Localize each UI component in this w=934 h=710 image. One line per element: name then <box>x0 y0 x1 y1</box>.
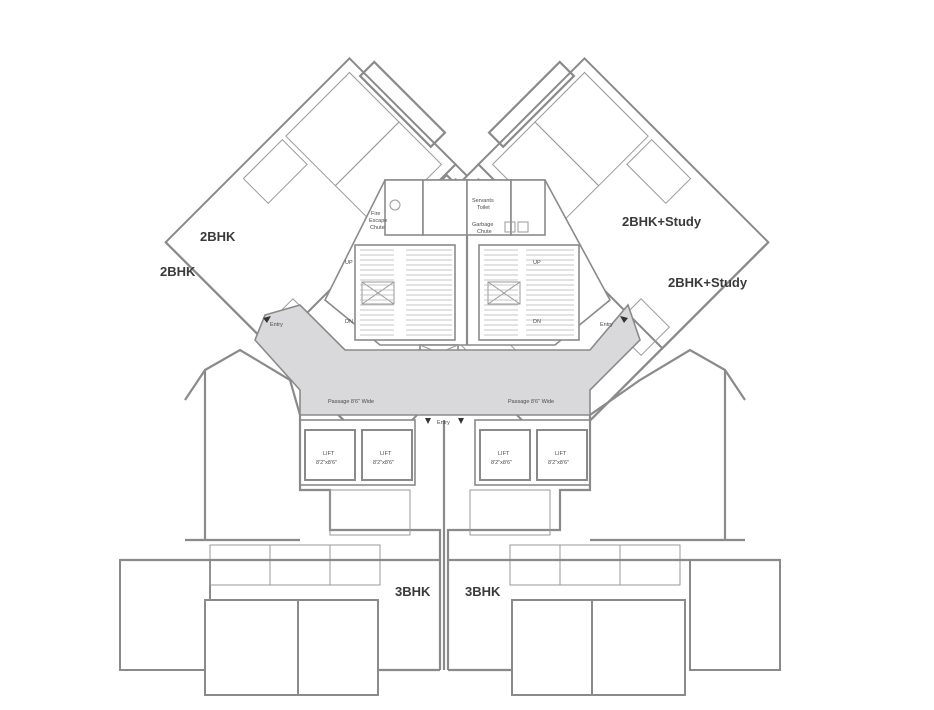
stair-dn-right: DN <box>533 319 541 325</box>
entry-label-left: Entry <box>270 322 283 328</box>
garbage-chute-label-2: Chute <box>477 229 492 235</box>
servants-toilet-label-1: Servants <box>472 198 494 204</box>
unit-label-3bhk-right: 3BHK <box>465 584 501 599</box>
service-core <box>323 179 612 362</box>
servants-toilet-label-2: Toilet <box>477 205 490 211</box>
entry-arrow-left <box>263 316 271 323</box>
entry-arrow-center-right <box>458 418 464 424</box>
stair-up-left: UP <box>345 260 353 266</box>
passage-label-left: Passage 8'6" Wide <box>328 399 374 405</box>
entry-label-right: Entry <box>600 322 613 328</box>
unit-label-3bhk-left: 3BHK <box>395 584 431 599</box>
stair-dn-left: DN <box>345 319 353 325</box>
lift-2-label: LIFT <box>380 451 392 457</box>
lift-bank <box>299 419 591 486</box>
fire-escape-label-3: Chute <box>370 225 385 231</box>
wing-bottom-right <box>446 348 781 696</box>
unit-label-2bhk-study-upper: 2BHK+Study <box>622 214 702 229</box>
garbage-chute-label-1: Garbage <box>472 222 493 228</box>
unit-label-2bhk-left: 2BHK <box>160 264 196 279</box>
unit-label-2bhk-study-right: 2BHK+Study <box>668 275 748 290</box>
stair-up-right: UP <box>533 260 541 266</box>
lift-1-label: LIFT <box>323 451 335 457</box>
entry-arrow-center-left <box>425 418 431 424</box>
entry-label-center: Entry <box>437 420 450 426</box>
wing-bottom-left <box>119 348 442 696</box>
passage-label-right: Passage 8'6" Wide <box>508 399 554 405</box>
lift-2-size: 8'2"x8'6" <box>373 460 394 466</box>
lift-3-size: 8'2"x8'6" <box>491 460 512 466</box>
lift-4-label: LIFT <box>555 451 567 457</box>
lift-4-size: 8'2"x8'6" <box>548 460 569 466</box>
fire-escape-label-1: Fire <box>371 211 380 217</box>
entry-arrow-right <box>620 316 628 323</box>
fire-escape-label-2: Escape <box>369 218 387 224</box>
lift-3-label: LIFT <box>498 451 510 457</box>
common-passage <box>254 303 641 416</box>
lift-1-size: 8'2"x8'6" <box>316 460 337 466</box>
unit-label-2bhk-upper: 2BHK <box>200 229 236 244</box>
